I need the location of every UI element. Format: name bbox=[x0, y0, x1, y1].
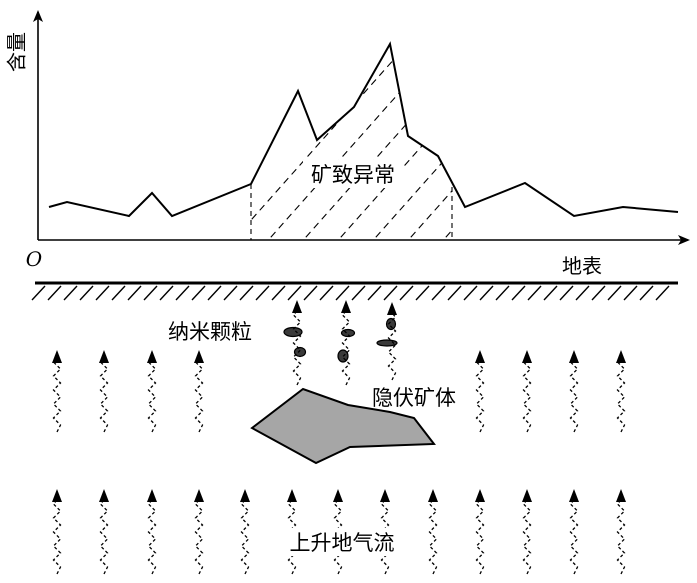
ground-hatching bbox=[31, 285, 670, 301]
ground-hatch-line bbox=[159, 285, 174, 301]
ground-hatch-line bbox=[447, 285, 462, 301]
ground-hatch-line bbox=[255, 285, 270, 301]
gas-flow-arrow bbox=[475, 489, 485, 575]
gas-flow-label: 上升地气流 bbox=[290, 531, 395, 555]
ground-hatch-line bbox=[335, 285, 350, 301]
ground-hatch-line bbox=[415, 285, 430, 301]
ground-hatch-line bbox=[143, 285, 158, 301]
gas-flow-arrow bbox=[194, 489, 204, 575]
ground-hatch-line bbox=[351, 285, 366, 301]
ore-body bbox=[250, 387, 436, 465]
gas-flow-arrow bbox=[147, 350, 157, 433]
anomaly-label: 矿致异常 bbox=[311, 163, 395, 187]
gas-flow-arrow bbox=[522, 489, 532, 575]
gas-flow-arrow bbox=[616, 350, 626, 433]
ground-hatch-line bbox=[319, 285, 334, 301]
ground-hatch-line bbox=[287, 285, 302, 301]
gas-flow-arrow bbox=[475, 350, 485, 433]
ore-body-label: 隐伏矿体 bbox=[372, 386, 456, 410]
gas-flow-arrow bbox=[99, 489, 109, 575]
ground-hatch-line bbox=[239, 285, 254, 301]
ground-hatch-line bbox=[623, 285, 638, 301]
ground-hatch-line bbox=[63, 285, 78, 301]
ground-hatch-line bbox=[95, 285, 110, 301]
gas-flow-arrow bbox=[240, 489, 250, 575]
ground-hatch-line bbox=[367, 285, 382, 301]
ground-hatch-line bbox=[527, 285, 542, 301]
gas-flow-arrow bbox=[341, 300, 351, 386]
ground-hatch-line bbox=[303, 285, 318, 301]
gas-flow-arrows bbox=[52, 300, 626, 575]
gas-flow-arrow bbox=[147, 489, 157, 575]
ground-hatch-line bbox=[431, 285, 446, 301]
gas-flow-arrow bbox=[616, 489, 626, 575]
y-axis-label: 含量 bbox=[5, 32, 29, 72]
gas-flow-arrow bbox=[52, 489, 62, 575]
origin-label: O bbox=[26, 247, 42, 271]
ground-hatch-line bbox=[559, 285, 574, 301]
ground-hatch-line bbox=[511, 285, 526, 301]
ground-hatch-line bbox=[31, 285, 46, 301]
gas-flow-arrow bbox=[194, 350, 204, 433]
ground-hatch-line bbox=[271, 285, 286, 301]
ground-hatch-line bbox=[399, 285, 414, 301]
ground-hatch-line bbox=[543, 285, 558, 301]
gas-flow-arrow bbox=[52, 350, 62, 433]
anomaly-label-bg bbox=[303, 160, 403, 188]
gas-flow-arrow bbox=[99, 350, 109, 433]
gas-flow-arrow bbox=[522, 350, 532, 433]
ground-hatch-line bbox=[127, 285, 142, 301]
ground-hatch-line bbox=[175, 285, 190, 301]
ground-hatch-line bbox=[655, 285, 670, 301]
ground-hatch-line bbox=[463, 285, 478, 301]
gas-flow-arrow bbox=[569, 350, 579, 433]
x-axis-label: 地表 bbox=[562, 254, 602, 278]
ground-hatch-line bbox=[575, 285, 590, 301]
particles-label: 纳米颗粒 bbox=[168, 320, 252, 344]
content-curve bbox=[48, 41, 679, 218]
ground-hatch-line bbox=[47, 285, 62, 301]
ground-hatch-line bbox=[111, 285, 126, 301]
ground-hatch-line bbox=[207, 285, 222, 301]
ground-hatch-line bbox=[639, 285, 654, 301]
gas-flow-arrow bbox=[292, 300, 302, 386]
ground-hatch-line bbox=[495, 285, 510, 301]
ground-hatch-line bbox=[607, 285, 622, 301]
ground-hatch-line bbox=[383, 285, 398, 301]
ground-hatch-line bbox=[191, 285, 206, 301]
nano-particles bbox=[283, 317, 398, 363]
gas-flow-arrow bbox=[569, 489, 579, 575]
ground-hatch-line bbox=[223, 285, 238, 301]
ground-hatch-line bbox=[479, 285, 494, 301]
gas-flow-label-bg bbox=[280, 528, 404, 556]
ground-hatch-line bbox=[79, 285, 94, 301]
gas-flow-arrow bbox=[428, 489, 438, 575]
ground-hatch-line bbox=[591, 285, 606, 301]
gas-flow-arrow bbox=[387, 302, 397, 381]
